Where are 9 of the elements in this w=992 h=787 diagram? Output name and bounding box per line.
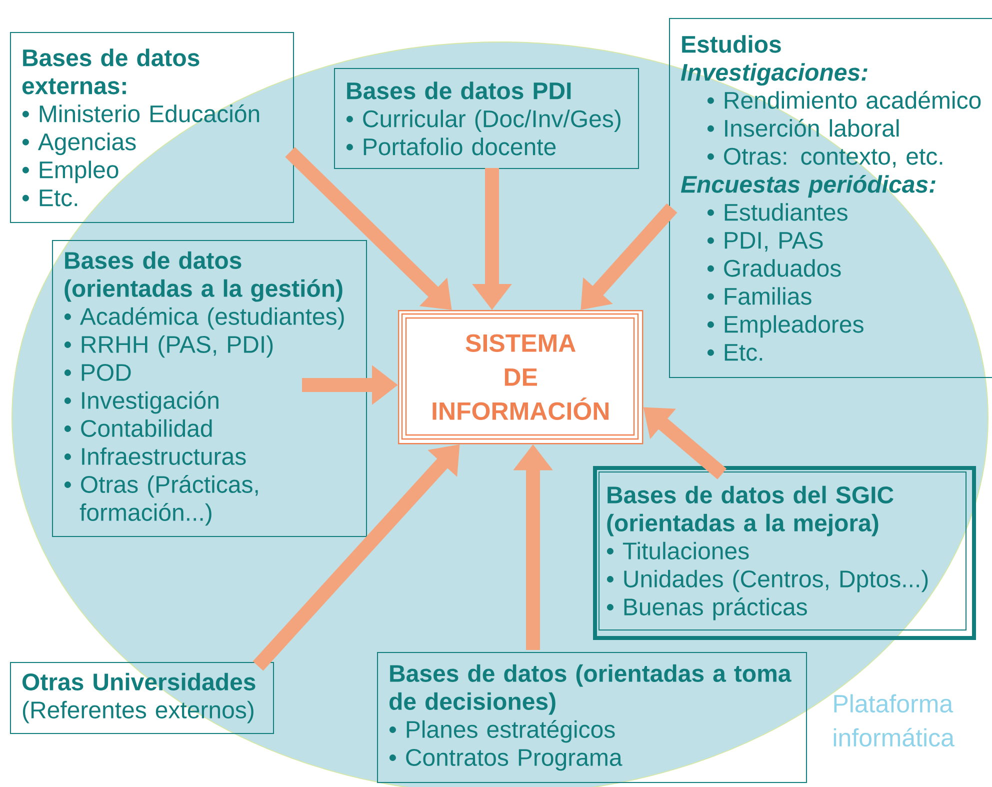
database-box: Otras Universidades (Referentes externos) xyxy=(10,662,274,734)
database-box: Bases de datos del SGIC (orientadas a la mejora) • Titulaciones • Unidades (Centros, Dptos...) • Buenas prácticas xyxy=(593,466,976,640)
database-box: Bases de datos (orientadas a toma de decisiones) • Planes estratégicos • Contratos Programa xyxy=(377,652,807,783)
database-box: Estudios Investigaciones: • Rendimiento académico • Inserción laboral • Otras: contexto, etc. Encuestas periódicas: • Estudiantes • PDI, PAS • Graduados • Familias • Empleadores • Etc. xyxy=(669,18,992,378)
platform-label: Plataforma informática xyxy=(834,694,954,747)
database-box: Bases de datos PDI • Curricular (Doc/Inv/Ges) • Portafolio docente xyxy=(334,68,639,169)
database-box: Bases de datos externas: • Ministerio Educación • Agencias • Empleo • Etc. xyxy=(10,32,294,223)
database-box: Bases de datos (orientadas a la gestión) • Académica (estudiantes) • RRHH (PAS, PDI) • POD • Investigación • Contabilidad • Infraestructuras • Otras (Prácticas, formación...) xyxy=(52,240,367,537)
system-box: SISTEMA DE INFORMACIÓN xyxy=(398,310,644,444)
